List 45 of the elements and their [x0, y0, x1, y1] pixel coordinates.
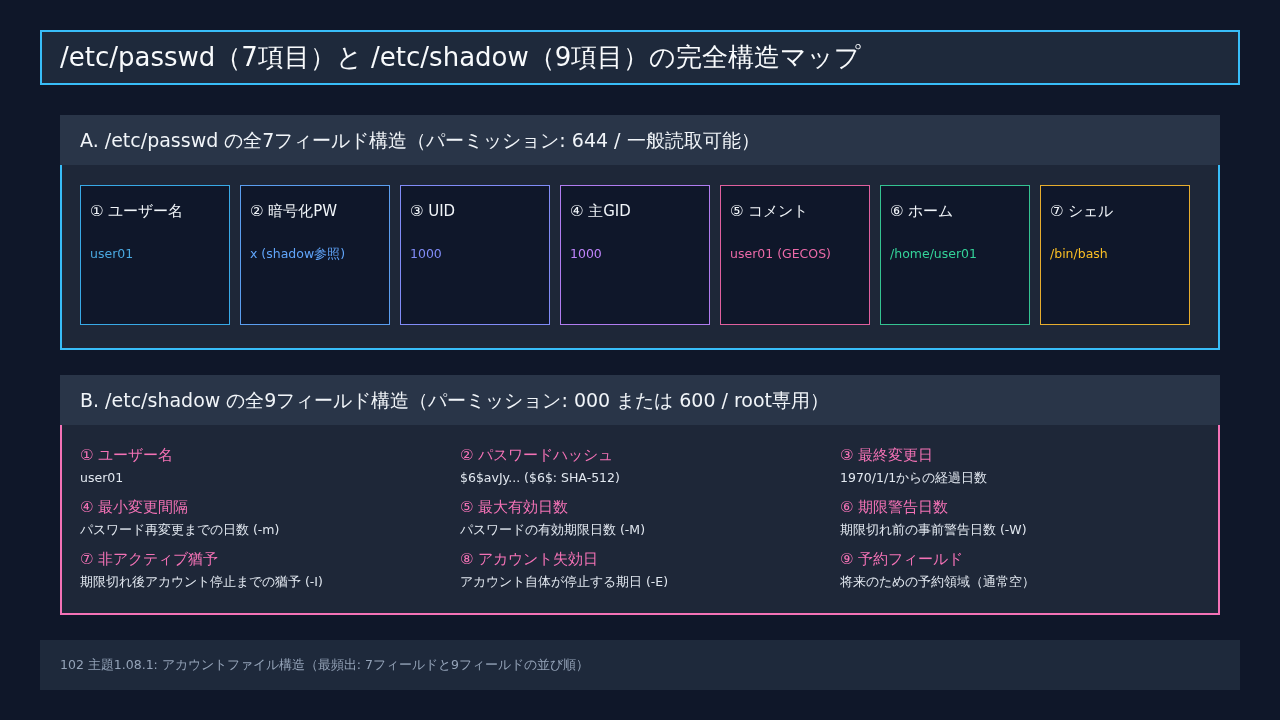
field-value: user01: [90, 245, 134, 263]
field-name: ⑦ シェル: [1050, 201, 1114, 222]
section-panel: [60, 375, 1220, 615]
footer-note: 102 主題1.08.1: アカウントファイル構造（最頻出: 7フィールドと9フィールドの並び順）: [40, 640, 1240, 690]
field-name: ③ 最終変更日: [840, 445, 934, 465]
field-card: [880, 185, 1030, 325]
field-description: 期限切れ後アカウント停止までの猶予 (-I): [80, 573, 323, 591]
field-name: ② パスワードハッシュ: [460, 445, 614, 465]
section-header: B. /etc/shadow の全9フィールド構造（パーミッション: 000 または 600 / root専用）: [60, 375, 1220, 425]
field-name: ⑥ 期限警告日数: [840, 497, 949, 517]
field-name: ⑥ ホーム: [890, 201, 954, 222]
field-value: user01 (GECOS): [730, 245, 831, 263]
field-card: [720, 185, 870, 325]
field-description: user01: [80, 469, 124, 487]
field-card: [80, 185, 230, 325]
field-card: [1040, 185, 1190, 325]
field-description: 1970/1/1からの経過日数: [840, 469, 988, 487]
field-card: [240, 185, 390, 325]
field-name: ① ユーザー名: [90, 201, 184, 222]
section-header: A. /etc/passwd の全7フィールド構造（パーミッション: 644 / 一般読取可能）: [60, 115, 1220, 165]
field-value: /home/user01: [890, 245, 978, 263]
field-name: ⑨ 予約フィールド: [840, 549, 964, 569]
field-description: パスワードの有効期限日数 (-M): [460, 521, 646, 539]
field-card: [560, 185, 710, 325]
field-description: 将来のための予約領域（通常空）: [840, 573, 1035, 591]
field-name: ⑤ 最大有効日数: [460, 497, 569, 517]
field-name: ⑦ 非アクティブ猶予: [80, 549, 219, 569]
field-name: ④ 最小変更間隔: [80, 497, 189, 517]
field-name: ① ユーザー名: [80, 445, 174, 465]
field-name: ⑤ コメント: [730, 201, 809, 222]
title-bar: /etc/passwd（7項目）と /etc/shadow（9項目）の完全構造マップ: [40, 30, 1240, 85]
section-panel: [60, 115, 1220, 350]
field-description: アカウント自体が停止する期日 (-E): [460, 573, 669, 591]
field-card: [400, 185, 550, 325]
field-description: パスワード再変更までの日数 (-m): [80, 521, 280, 539]
field-name: ⑧ アカウント失効日: [460, 549, 599, 569]
field-description: 期限切れ前の事前警告日数 (-W): [840, 521, 1027, 539]
field-name: ④ 主GID: [570, 201, 631, 222]
field-value: /bin/bash: [1050, 245, 1108, 263]
field-value: 1000: [570, 245, 602, 263]
field-value: x (shadow参照): [250, 245, 346, 263]
field-name: ③ UID: [410, 201, 456, 222]
field-value: 1000: [410, 245, 442, 263]
field-name: ② 暗号化PW: [250, 201, 338, 222]
field-description: $6$avJy... ($6$: SHA-512): [460, 469, 620, 487]
